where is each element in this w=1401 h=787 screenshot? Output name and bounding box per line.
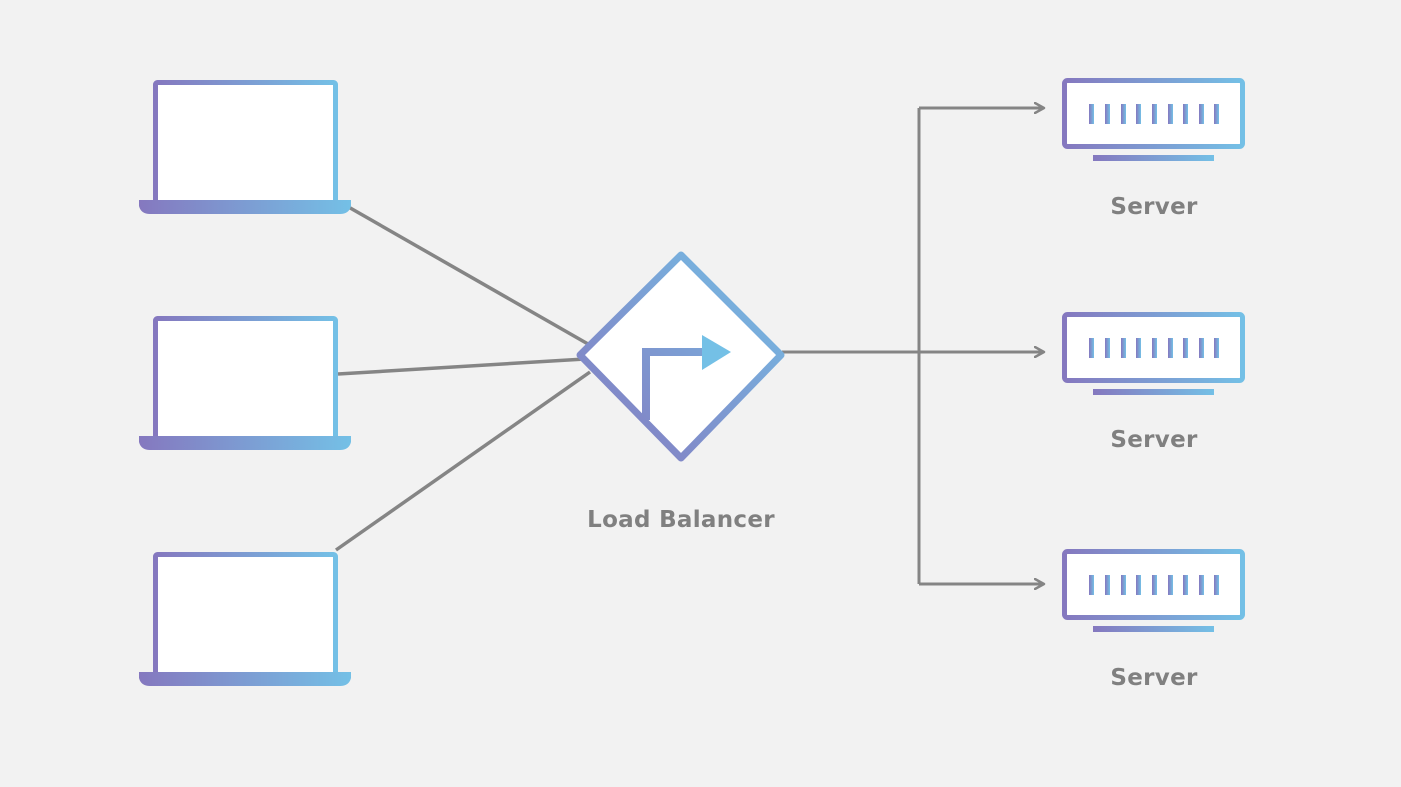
server-connectors — [782, 108, 1044, 584]
load-balancer — [576, 251, 785, 462]
server-1 — [1062, 78, 1245, 161]
client-connectors — [334, 203, 592, 552]
server-icon — [1062, 312, 1245, 395]
server-slots — [1089, 575, 1219, 595]
laptop-icon — [139, 80, 351, 214]
load-balancer-icon — [576, 251, 785, 462]
server-3 — [1062, 549, 1245, 632]
client-laptop-3 — [139, 552, 351, 686]
route-arrow-icon — [642, 335, 731, 420]
server-icon — [1062, 78, 1245, 161]
load-balancer-label: Load Balancer — [587, 507, 775, 533]
connector-client-1 — [344, 203, 589, 346]
connector-client-3 — [334, 370, 592, 552]
connector-client-2 — [337, 357, 586, 376]
laptop-icon — [139, 552, 351, 686]
server-slots — [1089, 104, 1219, 124]
server-label-3: Server — [1110, 665, 1198, 691]
client-laptop-1 — [139, 80, 351, 214]
server-label-2: Server — [1110, 427, 1198, 453]
server-2 — [1062, 312, 1245, 395]
server-label-1: Server — [1110, 194, 1198, 220]
client-laptop-2 — [139, 316, 351, 450]
server-slots — [1089, 338, 1219, 358]
laptop-icon — [139, 316, 351, 450]
server-icon — [1062, 549, 1245, 632]
